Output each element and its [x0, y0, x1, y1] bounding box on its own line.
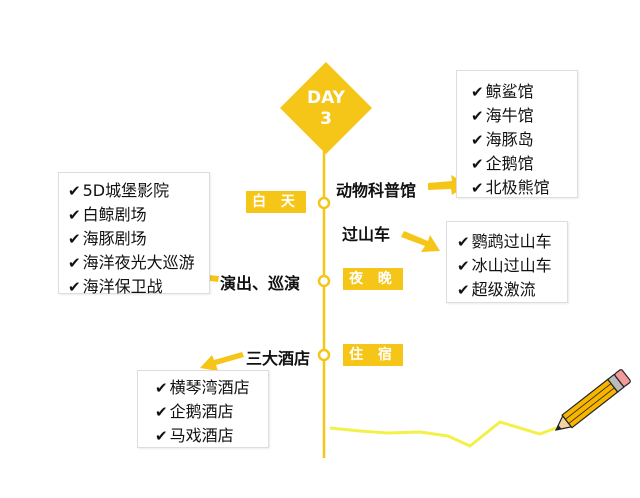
- list-item-text: 白鲸剧场: [82, 205, 147, 224]
- list-item-text: 北极熊馆: [485, 178, 550, 197]
- label-roller-coaster: 过山车: [342, 225, 391, 244]
- check-icon: ✔: [68, 278, 81, 296]
- list-item-text: 海豚岛: [485, 130, 534, 149]
- timeline-node-day: [317, 196, 331, 210]
- check-icon: ✔: [471, 107, 484, 125]
- list-item: ✔企鹅酒店: [155, 400, 268, 424]
- period-tag-night: 夜 晚: [343, 268, 403, 290]
- list-item: ✔海豚剧场: [68, 227, 209, 251]
- check-icon: ✔: [457, 257, 470, 275]
- day-badge-text: DAY 3: [280, 88, 372, 130]
- note-show-items: ✔5D城堡影院✔白鲸剧场✔海豚剧场✔海洋夜光大巡游✔海洋保卫战: [58, 172, 210, 296]
- note-coaster-items: ✔鹦鹉过山车✔冰山过山车✔超级激流: [446, 221, 568, 303]
- list-item-text: 企鹅馆: [485, 154, 534, 173]
- list-item: ✔冰山过山车: [457, 254, 567, 278]
- timeline-node-night: [317, 274, 331, 288]
- list-item: ✔鹦鹉过山车: [457, 230, 567, 254]
- list-item-text: 海牛馆: [485, 106, 534, 125]
- pencil-scribble: [329, 420, 557, 448]
- check-icon: ✔: [471, 83, 484, 101]
- list-item: ✔超级激流: [457, 278, 567, 302]
- list-item: ✔海洋保卫战: [68, 275, 209, 299]
- check-icon: ✔: [457, 281, 470, 299]
- label-hotels: 三大酒店: [246, 349, 311, 368]
- period-tag-day: 白 天: [246, 191, 306, 213]
- list-item-text: 海豚剧场: [82, 229, 147, 248]
- list-item-text: 企鹅酒店: [169, 402, 234, 421]
- timeline-node-stay: [317, 348, 331, 362]
- list-item: ✔马戏酒店: [155, 424, 268, 448]
- list-item-text: 冰山过山车: [471, 256, 552, 275]
- list-item-text: 海洋夜光大巡游: [82, 253, 195, 272]
- note-museum-items: ✔鲸鲨馆✔海牛馆✔海豚岛✔企鹅馆✔北极熊馆: [456, 70, 578, 198]
- list-item-text: 5D城堡影院: [82, 181, 170, 200]
- check-icon: ✔: [457, 233, 470, 251]
- list-item: ✔海洋夜光大巡游: [68, 251, 209, 275]
- check-icon: ✔: [155, 403, 168, 421]
- list-item-text: 马戏酒店: [169, 426, 234, 445]
- list-item: ✔横琴湾酒店: [155, 376, 268, 400]
- list-item-text: 超级激流: [471, 280, 536, 299]
- day-badge: [280, 62, 372, 154]
- check-icon: ✔: [471, 179, 484, 197]
- list-item: ✔海牛馆: [471, 104, 577, 128]
- arrow-to-coaster-list: [401, 231, 440, 252]
- list-item-text: 横琴湾酒店: [169, 378, 250, 397]
- list-item-text: 鹦鹉过山车: [471, 232, 552, 251]
- label-science-museum: 动物科普馆: [336, 181, 417, 200]
- arrow-to-hotel-list: [200, 352, 244, 371]
- check-icon: ✔: [68, 230, 81, 248]
- label-shows: 演出、巡演: [220, 274, 301, 293]
- check-icon: ✔: [471, 131, 484, 149]
- check-icon: ✔: [471, 155, 484, 173]
- check-icon: ✔: [68, 206, 81, 224]
- list-item: ✔海豚岛: [471, 128, 577, 152]
- list-item: ✔北极熊馆: [471, 176, 577, 200]
- check-icon: ✔: [68, 182, 81, 200]
- day-label: DAY: [307, 88, 345, 108]
- list-item: ✔白鲸剧场: [68, 203, 209, 227]
- list-item-text: 鲸鲨馆: [485, 82, 534, 101]
- day-number: 3: [320, 109, 332, 129]
- list-item: ✔5D城堡影院: [68, 179, 209, 203]
- check-icon: ✔: [68, 254, 81, 272]
- period-tag-stay: 住 宿: [343, 344, 403, 366]
- check-icon: ✔: [155, 427, 168, 445]
- list-item: ✔企鹅馆: [471, 152, 577, 176]
- pencil-icon: [554, 369, 631, 431]
- list-item-text: 海洋保卫战: [82, 277, 163, 296]
- check-icon: ✔: [155, 379, 168, 397]
- list-item: ✔鲸鲨馆: [471, 80, 577, 104]
- note-hotel-items: ✔横琴湾酒店✔企鹅酒店✔马戏酒店: [137, 370, 269, 448]
